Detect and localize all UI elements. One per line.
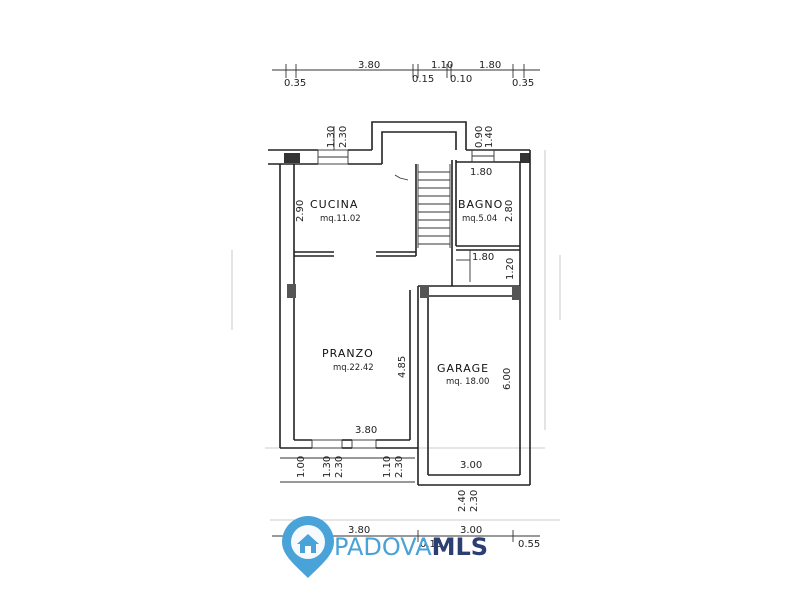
- top-dim-main-1: 3.80: [358, 60, 380, 71]
- garage-door-height: 2.30: [469, 490, 480, 512]
- top-dim-small-4: 0.35: [512, 78, 534, 89]
- pranzo-label: PRANZO: [322, 347, 374, 360]
- house-icon: [297, 534, 319, 553]
- bottom-dim-small-1: 0.15: [420, 539, 442, 550]
- garage-door-width: 2.40: [457, 490, 468, 512]
- logo-text-mls: MLS: [432, 533, 488, 561]
- bottom-window-dims: 1.00 1.30 2.30 1.10 2.30: [280, 456, 415, 483]
- logo-text: PADOVAMLS: [334, 533, 488, 561]
- garage-width: 3.00: [460, 460, 482, 471]
- top-dim-small-1: 0.35: [284, 78, 306, 89]
- garage-area: mq. 18.00: [446, 377, 489, 387]
- top-dim-small-3: 0.10: [450, 74, 472, 85]
- cucina-height: 2.90: [295, 200, 306, 222]
- garage-door-dims: 2.40 2.30: [457, 490, 480, 512]
- bottom-dim-small-2: 0.55: [518, 539, 540, 550]
- stair-arrow: [394, 174, 409, 181]
- garage-label: GARAGE: [437, 362, 489, 375]
- padova-mls-logo: PADOVAMLS: [282, 516, 488, 578]
- pranzo-area: mq.22.42: [333, 363, 374, 373]
- disimpegno-height: 1.20: [505, 258, 516, 280]
- kitchen-window-width: 1.30: [326, 126, 337, 148]
- room-cucina: CUCINA mq.11.02 2.90: [295, 198, 361, 224]
- bagno-area: mq.5.04: [462, 214, 497, 224]
- bagno-label: BAGNO: [458, 198, 503, 211]
- top-dim-small-2: 0.15: [412, 74, 434, 85]
- bagno-width: 1.80: [470, 167, 492, 178]
- kitchen-window-dims: 1.30 2.30: [326, 126, 349, 150]
- cucina-label: CUCINA: [310, 198, 358, 211]
- cucina-area: mq.11.02: [320, 214, 361, 224]
- bottom-dim-3: 2.30: [334, 456, 345, 478]
- bath-window-height: 1.40: [484, 126, 495, 148]
- top-dim-main-2: 1.10: [431, 60, 453, 71]
- disimpegno-width: 1.80: [472, 252, 494, 263]
- bottom-dim-1: 1.00: [296, 456, 307, 478]
- internal-walls: [287, 160, 521, 485]
- room-disimpegno: 1.80 1.20: [472, 252, 516, 280]
- top-dimension-line: 3.80 1.10 1.80 0.35 0.15 0.10 0.35: [272, 60, 540, 89]
- bottom-dim-main-1: 3.80: [348, 525, 370, 536]
- room-pranzo: PRANZO mq.22.42 4.85 3.80: [322, 347, 408, 436]
- bath-window-width: 0.90: [474, 126, 485, 148]
- outer-walls: [268, 121, 531, 486]
- bottom-dim-2: 1.30: [322, 456, 333, 478]
- top-dim-main-3: 1.80: [479, 60, 501, 71]
- kitchen-window-height: 2.30: [338, 126, 349, 148]
- garage-height: 6.00: [502, 368, 513, 390]
- logo-text-padova: PADOVA: [334, 533, 432, 561]
- pranzo-height: 4.85: [397, 356, 408, 378]
- staircase: [417, 164, 451, 248]
- room-bagno: BAGNO mq.5.04 2.80 1.80: [458, 167, 515, 224]
- bagno-height: 2.80: [504, 200, 515, 222]
- bottom-dim-4: 1.10: [382, 456, 393, 478]
- bath-window-dims: 0.90 1.40: [474, 126, 495, 148]
- bottom-dim-main-2: 3.00: [460, 525, 482, 536]
- bottom-dim-5: 2.30: [394, 456, 405, 478]
- room-garage: GARAGE mq. 18.00 6.00 3.00: [437, 362, 513, 471]
- pranzo-width: 3.80: [355, 425, 377, 436]
